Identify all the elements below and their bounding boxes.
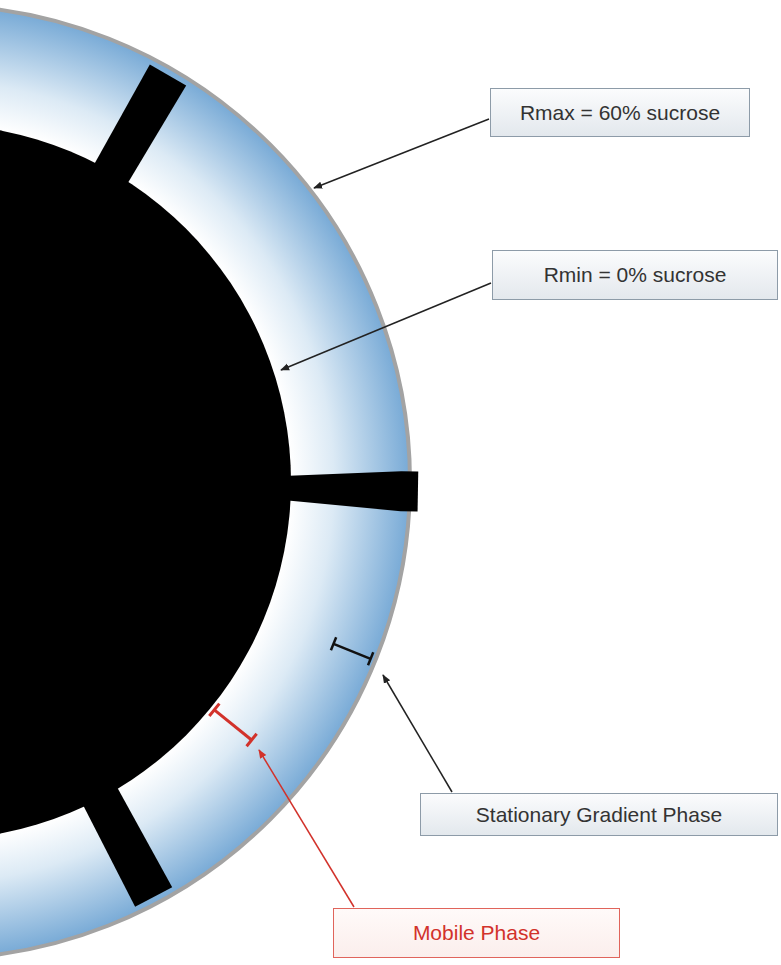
rotor-vane (283, 469, 419, 511)
label-box: Rmax = 60% sucrose (490, 88, 750, 137)
leader-line (259, 750, 354, 907)
leader-line (281, 283, 491, 370)
label-text: Mobile Phase (413, 921, 540, 945)
highlight-label-box: Mobile Phase (333, 908, 620, 958)
label-box: Rmin = 0% sucrose (492, 250, 778, 300)
rotor-core (0, 124, 291, 840)
label-box: Stationary Gradient Phase (420, 793, 778, 836)
leader-line (383, 675, 452, 792)
label-text: Rmax = 60% sucrose (520, 101, 720, 125)
stationary-phase-bar (331, 637, 373, 665)
label-text: Stationary Gradient Phase (476, 803, 722, 827)
mobile-phase-bar (209, 704, 256, 747)
label-text: Rmin = 0% sucrose (544, 263, 727, 287)
rotor-vane (85, 64, 186, 198)
rotor-vane (74, 772, 172, 907)
leader-line (314, 119, 489, 188)
rotor-vanes (74, 64, 418, 906)
